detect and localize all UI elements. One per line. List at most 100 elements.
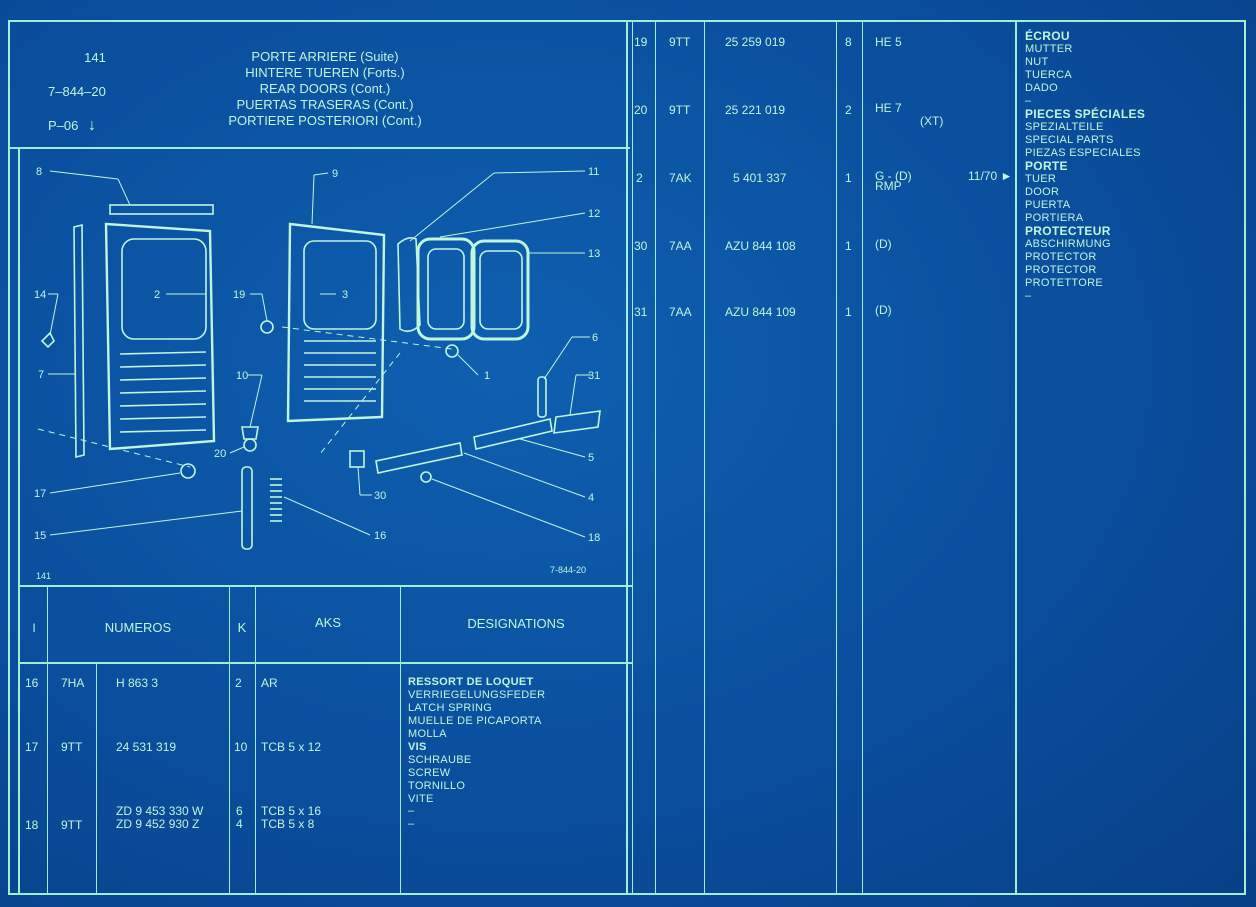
row-aks: AR [261, 676, 278, 690]
callout-4: 4 [588, 492, 594, 504]
row-desc: VERRIEGELUNGSFEDER [408, 689, 546, 701]
part-13-inner [479, 250, 523, 330]
left-col-4 [255, 586, 256, 894]
part-4-bar [375, 442, 463, 474]
part-20-washer [243, 438, 257, 452]
part-2-window [121, 238, 207, 340]
row-aks: TCB 5 x 12 [261, 740, 322, 754]
title-it: PORTIERE POSTERIORI (Cont.) [228, 113, 422, 128]
part-2-door [104, 222, 216, 451]
row-desc: MOLLA [408, 728, 447, 740]
row-aks: HE 5 [875, 35, 902, 49]
row-desc: TORNILLO [408, 780, 466, 792]
row-desc: – [408, 818, 415, 830]
designation-line: PROTECTEUR [1025, 224, 1111, 238]
row-number: 24 531 319 [116, 740, 177, 754]
callout-6: 6 [592, 332, 598, 344]
exploded-door-drawing: 8 9 11 12 13 14 2 19 3 6 1 7 10 31 20 5 … [34, 166, 601, 581]
header-ref: 141 [84, 50, 106, 65]
row-desc: LATCH SPRING [408, 702, 493, 714]
callout-13: 13 [588, 248, 600, 260]
part-3-window [303, 240, 377, 330]
row-number: AZU 844 108 [725, 239, 796, 253]
designation-line: SPECIAL PARTS [1025, 134, 1114, 146]
row-number: 25 259 019 [725, 35, 786, 49]
callout-14: 14 [34, 289, 46, 301]
designation-line: ÉCROU [1025, 29, 1070, 43]
row-desc: VIS [408, 741, 427, 753]
designation-line: – [1025, 290, 1032, 302]
row-aks-2: (XT) [920, 114, 944, 128]
row-number-2: ZD 9 452 930 Z [116, 817, 200, 831]
row-aks: (D) [875, 303, 892, 317]
left-col-5 [400, 586, 401, 894]
designation-line: PROTECTOR [1025, 264, 1097, 276]
row-desc: – [408, 805, 415, 817]
row-k: 2 [845, 103, 852, 117]
frame-right [1244, 20, 1246, 895]
drawing-left [18, 148, 20, 894]
part-17-screw [180, 463, 196, 479]
table-header-bottom [20, 662, 632, 664]
designation-line: PORTE [1025, 159, 1068, 173]
part-1-nut [445, 344, 459, 358]
callout-30: 30 [374, 490, 386, 502]
row-number: H 863 3 [116, 676, 159, 690]
part-2-louvres [119, 351, 207, 433]
row-k: 2 [235, 676, 242, 690]
callout-3: 3 [342, 289, 348, 301]
right-col-4 [862, 20, 863, 895]
row-index: 19 [634, 35, 648, 49]
part-19-nut [260, 320, 274, 334]
row-k-2: 4 [236, 817, 243, 831]
left-col-1 [47, 586, 48, 894]
designation-line: NUT [1025, 56, 1049, 68]
row-code: 7AA [669, 239, 692, 253]
row-code: 9TT [669, 103, 691, 117]
left-col-2 [96, 664, 97, 894]
row-k: 8 [845, 35, 852, 49]
part-6-pin [537, 376, 547, 418]
designation-line: DADO [1025, 82, 1058, 94]
right-col-5 [1015, 20, 1017, 895]
col-header-k: K [237, 620, 247, 635]
row-aks: (D) [875, 237, 892, 251]
col-header-aks: AKS [314, 615, 341, 630]
col-header-i: I [32, 621, 36, 635]
part-8-strip [109, 204, 214, 215]
callout-17: 17 [34, 488, 46, 500]
callout-18: 18 [588, 532, 600, 544]
part-11-seal [397, 237, 421, 333]
header-page: P–06 [48, 118, 79, 133]
row-index: 20 [634, 103, 648, 117]
row-index: 17 [25, 740, 39, 754]
drawing-corner-ref: 141 [36, 571, 51, 581]
part-12-frame [416, 237, 476, 341]
row-index: 16 [25, 676, 39, 690]
callout-9: 9 [332, 168, 338, 180]
part-13-frame [470, 239, 530, 341]
header-divider [8, 147, 630, 149]
callout-31: 31 [588, 370, 600, 382]
row-code: 9TT [61, 818, 83, 832]
row-desc: SCHRAUBE [408, 754, 472, 766]
part-31-protector [553, 410, 601, 434]
callout-10: 10 [236, 370, 248, 382]
row-number: ZD 9 453 330 W [116, 804, 204, 818]
row-code: 7AK [669, 171, 692, 185]
callout-7: 7 [38, 369, 44, 381]
part-3-louvres [304, 340, 376, 402]
col-header-designations: DESIGNATIONS [467, 616, 565, 631]
designation-line: PIEZAS ESPECIALES [1025, 147, 1141, 159]
right-col-0 [626, 20, 628, 895]
row-desc: SCREW [408, 767, 451, 779]
row-desc: RESSORT DE LOQUET [408, 676, 534, 688]
drawing-bottom [20, 585, 632, 587]
title-en: REAR DOORS (Cont.) [259, 81, 391, 96]
designation-line: SPEZIALTEILE [1025, 121, 1104, 133]
part-7-strip [73, 223, 85, 459]
designation-line: PUERTA [1025, 199, 1071, 211]
left-col-3 [229, 586, 230, 894]
row-code: 7AA [669, 305, 692, 319]
part-10-block [241, 426, 259, 440]
